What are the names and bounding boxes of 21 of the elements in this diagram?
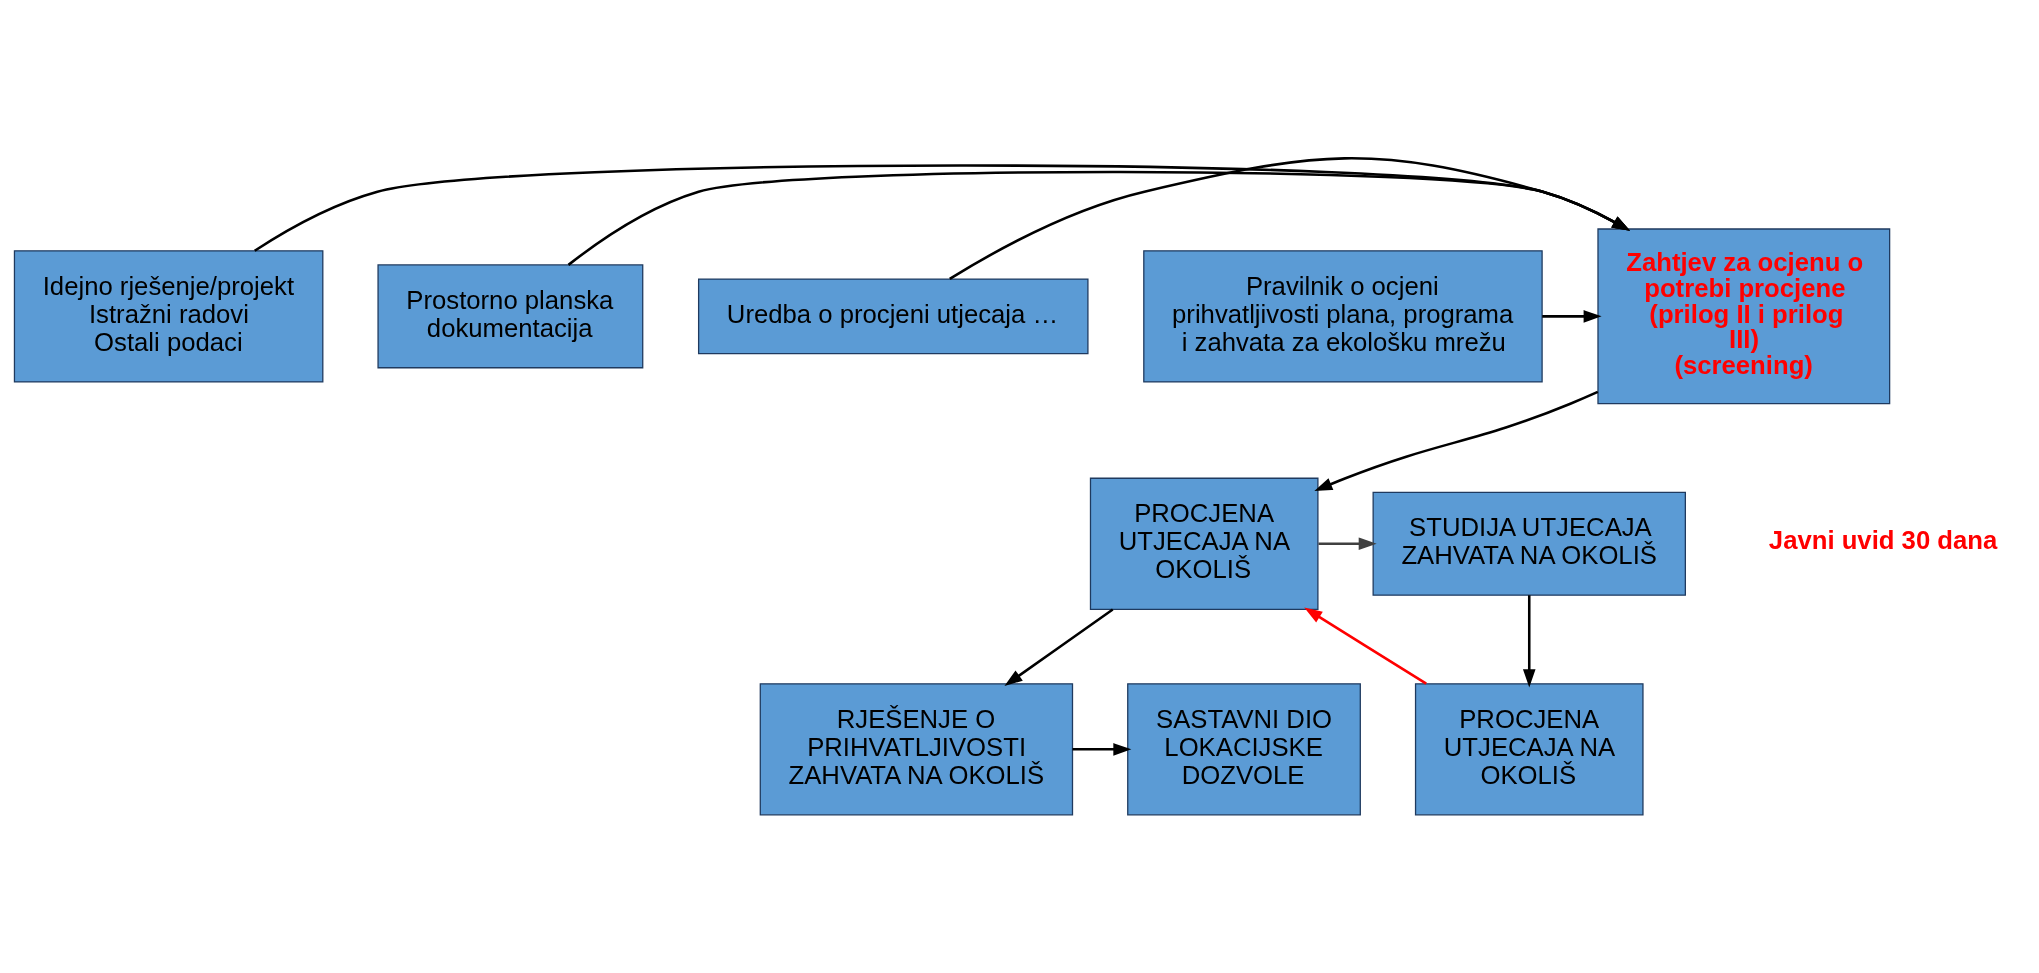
arrow	[1004, 608, 1114, 686]
node-box: RJEŠENJE O PRIHVATLJIVOSTI ZAHVATA NA OKOLIŠ	[759, 683, 1074, 816]
node-box: Uredba o procjeni utjecaja …	[698, 278, 1089, 355]
node-box: Prostorno planska dokumentacija	[377, 264, 644, 369]
arrow	[1522, 595, 1536, 688]
arrow	[1304, 607, 1427, 685]
arrow	[254, 164, 1631, 252]
node-box: Idejno rješenje/projekt Istražni radovi Ostali podaci	[13, 250, 324, 383]
label: Javni uvid 30 dana	[1768, 525, 1998, 554]
arrow	[1318, 537, 1377, 551]
node-box: Pravilnik o ocjeni prihvatljivosti plana, programa i zahvata za ekološku mrežu	[1143, 250, 1543, 383]
arrow	[1072, 743, 1132, 756]
node-box: SASTAVNI DIO LOKACIJSKE DOZVOLE	[1127, 683, 1361, 816]
arrow	[949, 157, 1631, 280]
arrow	[567, 170, 1631, 266]
node-box: Zahtjev za ocjenu o potrebi procjene (prilog II i prilog III) (screening)	[1597, 228, 1891, 405]
arrow	[1542, 310, 1602, 323]
node-box: PROCJENA UTJECAJA NA OKOLIŠ	[1089, 477, 1319, 610]
arrow	[1314, 390, 1599, 492]
node-box: PROCJENA UTJECAJA NA OKOLIŠ	[1414, 683, 1644, 816]
node-box: STUDIJA UTJECAJA ZAHVATA NA OKOLIŠ	[1372, 491, 1686, 596]
